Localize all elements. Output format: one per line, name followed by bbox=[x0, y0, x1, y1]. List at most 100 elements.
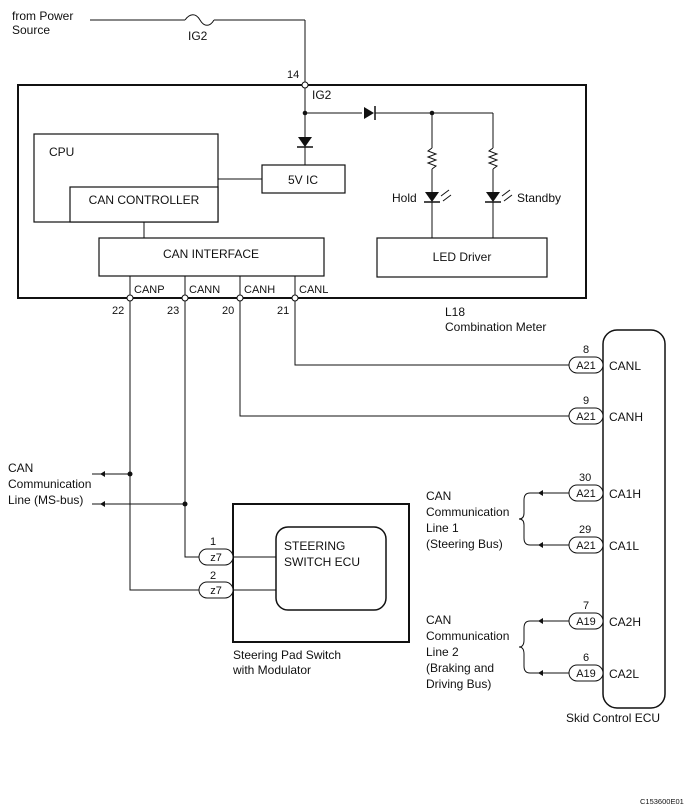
can-line2-label-line1: CAN bbox=[426, 613, 451, 627]
can-line2-label-line2: Communication bbox=[426, 629, 509, 643]
arrow-icon bbox=[538, 542, 543, 548]
diode-icon bbox=[298, 137, 312, 147]
led-driver-box bbox=[376, 237, 548, 278]
skid-connector-label: A21 bbox=[576, 540, 596, 552]
can-controller-box bbox=[69, 186, 219, 223]
skid-control-ecu: Skid Control ECU 8 A21 CANL 9 A21 CANH 3… bbox=[530, 329, 666, 725]
cann-wire bbox=[184, 301, 199, 558]
steering-pin1-number: 1 bbox=[210, 536, 216, 548]
skid-pin-number: 6 bbox=[583, 652, 589, 664]
arrow-icon bbox=[100, 471, 105, 477]
pin-22-terminal bbox=[126, 294, 134, 302]
steering-ecu-label-line1: STEERING bbox=[284, 539, 345, 553]
ig2-internal-label: IG2 bbox=[312, 88, 332, 102]
port-canp-label: CANP bbox=[134, 284, 165, 296]
skid-connector-label: A21 bbox=[576, 411, 596, 423]
skid-pin-number: 7 bbox=[583, 600, 589, 612]
can-interface-label: CAN INTERFACE bbox=[163, 247, 259, 261]
power-source-label-line2: Source bbox=[12, 23, 50, 37]
pin-21-terminal bbox=[291, 294, 299, 302]
hold-label: Hold bbox=[392, 191, 417, 205]
skid-terminal-label: CANH bbox=[609, 410, 643, 424]
ms-bus-label-line1: CAN bbox=[8, 461, 33, 475]
steering-connector-z7-pin1 bbox=[198, 548, 234, 566]
can-controller-label: CAN CONTROLLER bbox=[89, 193, 200, 207]
meter-name-line1: L18 bbox=[445, 305, 465, 319]
ic-5v-label: 5V IC bbox=[288, 173, 318, 187]
skid-terminal-label: CA1L bbox=[609, 539, 639, 553]
arrow-icon bbox=[100, 501, 105, 507]
skid-terminal-label: CA2L bbox=[609, 667, 639, 681]
pin-14-label: 14 bbox=[287, 69, 299, 81]
resistor-icon bbox=[487, 147, 499, 170]
led-standby-icon bbox=[486, 192, 500, 202]
combination-meter: IG2 Hold Standby LED D bbox=[17, 81, 587, 334]
pin-23-label: 23 bbox=[167, 305, 179, 317]
pin-23-terminal bbox=[181, 294, 189, 302]
can-line2-label-line5: Driving Bus) bbox=[426, 677, 491, 691]
steering-conn1-label: z7 bbox=[210, 552, 222, 564]
skid-connector-pin bbox=[568, 484, 604, 502]
meter-bus-wires bbox=[92, 301, 569, 591]
skid-pin-number: 30 bbox=[579, 472, 591, 484]
light-ray-icon bbox=[503, 194, 513, 202]
power-source-section: from Power Source IG2 14 bbox=[12, 9, 306, 82]
arrow-icon bbox=[538, 490, 543, 496]
can-line1-brace bbox=[518, 492, 531, 546]
led-driver-label: LED Driver bbox=[433, 250, 492, 264]
can-line2-label-line4: (Braking and bbox=[426, 661, 494, 675]
ms-bus-label-line3: Line (MS-bus) bbox=[8, 493, 83, 507]
steering-pin2-number: 2 bbox=[210, 570, 216, 582]
skid-connector-pin bbox=[568, 664, 604, 682]
steering-conn2-label: z7 bbox=[210, 585, 222, 597]
light-ray-icon bbox=[501, 189, 511, 197]
skid-pin-number: 29 bbox=[579, 524, 591, 536]
figure-code: C153600E01 bbox=[640, 797, 684, 806]
diode-icon bbox=[364, 107, 374, 119]
skid-terminal-label: CANL bbox=[609, 359, 641, 373]
skid-pin-number: 9 bbox=[583, 395, 589, 407]
skid-connector-label: A19 bbox=[576, 668, 596, 680]
canh-wire bbox=[239, 301, 569, 417]
meter-name-line2: Combination Meter bbox=[445, 320, 546, 334]
can-interface-box bbox=[98, 237, 325, 277]
can-line1-label-line3: Line 1 bbox=[426, 521, 459, 535]
can-line1-label-line4: (Steering Bus) bbox=[426, 537, 503, 551]
steering-connector-z7-pin2 bbox=[198, 581, 234, 599]
skid-connector-pin bbox=[568, 536, 604, 554]
standby-label: Standby bbox=[517, 191, 561, 205]
skid-ecu-name: Skid Control ECU bbox=[566, 711, 660, 725]
steering-pad-name-line2: with Modulator bbox=[232, 663, 311, 677]
port-canh-label: CANH bbox=[244, 284, 275, 296]
can-line1-label-line1: CAN bbox=[426, 489, 451, 503]
steering-pad-name-line1: Steering Pad Switch bbox=[233, 648, 341, 662]
led-hold-icon bbox=[425, 192, 439, 202]
canl-wire bbox=[294, 301, 569, 366]
skid-connector-label: A19 bbox=[576, 616, 596, 628]
pin-20-label: 20 bbox=[222, 305, 234, 317]
steering-pad-switch: STEERING SWITCH ECU 1 z7 2 z7 Steering P… bbox=[198, 503, 410, 677]
steering-switch-ecu-box bbox=[275, 526, 387, 611]
resistor-icon bbox=[426, 147, 438, 170]
skid-pin-number: 8 bbox=[583, 344, 589, 356]
skid-connector-pin bbox=[568, 407, 604, 425]
fuse-icon bbox=[184, 14, 215, 26]
can-line1-label-line2: Communication bbox=[426, 505, 509, 519]
pin-14-terminal bbox=[301, 81, 309, 89]
skid-connector-pin bbox=[568, 612, 604, 630]
power-source-label-line1: from Power bbox=[12, 9, 73, 23]
canp-wire bbox=[129, 301, 199, 591]
pin-20-terminal bbox=[236, 294, 244, 302]
skid-connector-pin bbox=[568, 356, 604, 374]
ms-bus-label-line2: Communication bbox=[8, 477, 91, 491]
fuse-label: IG2 bbox=[188, 29, 208, 43]
can-line2-brace bbox=[518, 620, 531, 674]
skid-terminal-label: CA1H bbox=[609, 487, 641, 501]
port-cann-label: CANN bbox=[189, 284, 220, 296]
skid-connector-label: A21 bbox=[576, 360, 596, 372]
light-ray-icon bbox=[440, 189, 450, 197]
steering-ecu-label-line2: SWITCH ECU bbox=[284, 555, 360, 569]
pin-22-label: 22 bbox=[112, 305, 124, 317]
can-line2-label-line3: Line 2 bbox=[426, 645, 459, 659]
